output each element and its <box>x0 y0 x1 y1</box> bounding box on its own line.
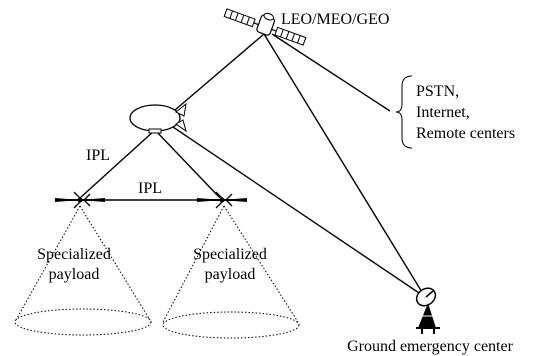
link-ipl-airship-uav-left <box>79 129 156 199</box>
network-label-remote-centers: Remote centers <box>416 125 515 142</box>
payload-right-line2: payload <box>205 266 256 283</box>
payload-right-line1: Specialized <box>193 246 267 263</box>
cone-left-edge-left <box>15 205 81 321</box>
payload-left-line2: payload <box>49 266 100 283</box>
ipl-label-lower: IPL <box>138 180 162 197</box>
link-satellite-airship <box>174 33 265 111</box>
link-satellite-networks <box>271 33 391 112</box>
ground-center-label: Ground emergency center <box>347 338 514 355</box>
network-label-pstn: PSTN, <box>416 83 459 100</box>
ipl-label-upper: IPL <box>86 147 110 164</box>
coverage-cones <box>14 205 300 339</box>
network-label-internet: Internet, <box>416 104 470 121</box>
cone-left-edge-right <box>79 205 151 321</box>
payload-left-line1: Specialized <box>37 246 111 263</box>
link-airship-ground <box>169 124 426 298</box>
cone-left-footprint <box>14 308 152 336</box>
cone-right-edge-right <box>223 205 299 323</box>
cone-right-edge-left <box>162 205 225 323</box>
link-airship-uav-right <box>154 129 221 199</box>
networks-brace <box>395 75 413 149</box>
satellite-dish-icon <box>415 287 440 334</box>
cone-right-footprint <box>162 311 300 339</box>
link-satellite-ground <box>263 33 426 298</box>
uav-icon-right <box>197 191 247 209</box>
satellite-label: LEO/MEO/GEO <box>281 11 389 28</box>
airship-icon <box>129 102 187 134</box>
satellite-icon <box>223 8 307 46</box>
uav-icon-left <box>55 191 105 209</box>
